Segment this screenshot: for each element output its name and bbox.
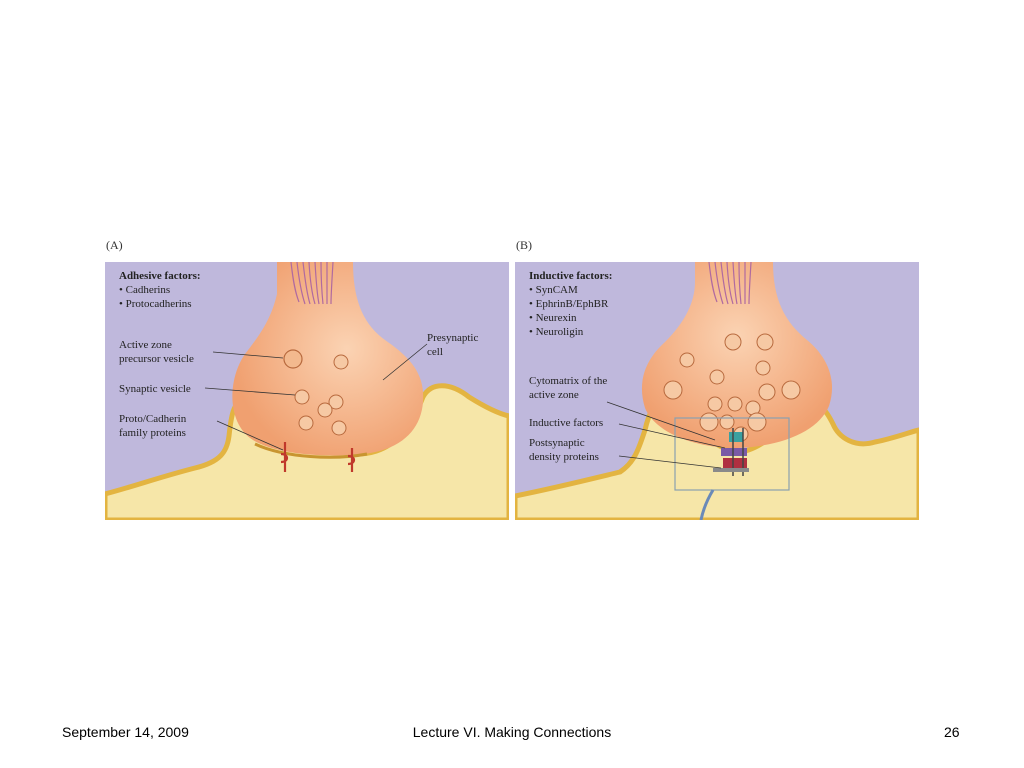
presynaptic-terminal [232, 262, 424, 456]
presynaptic-terminal [641, 262, 833, 448]
cytoskeleton-filaments [708, 262, 752, 305]
label-synaptic-vesicle: Synaptic vesicle [119, 383, 191, 395]
label-cell: cell [427, 346, 443, 358]
panel-a-diagram: Adhesive factors: • Cadherins • Protocad… [105, 262, 509, 520]
active-zone-membrane [254, 442, 368, 459]
panel-b-bullet-ephrin: • EphrinB/EphBR [529, 298, 609, 310]
footer-title: Lecture VI. Making Connections [412, 724, 612, 740]
label-density-proteins: density proteins [529, 451, 599, 463]
panel-a-bullet-cadherins: • Cadherins [119, 284, 170, 296]
label-family-proteins: family proteins [119, 427, 186, 439]
label-cytomatrix: Cytomatrix of the [529, 375, 607, 387]
panel-b-diagram: Inductive factors: • SynCAM • EphrinB/Ep… [515, 262, 919, 520]
dendrite-process [699, 489, 715, 520]
inductive-factor-complex [713, 428, 749, 476]
synaptic-vesicles [294, 354, 349, 436]
label-postsynaptic: Postsynaptic [529, 437, 585, 449]
label-proto-cadherin: Proto/Cadherin [119, 413, 187, 425]
panel-b-bullet-neuroligin: • Neuroligin [529, 326, 584, 338]
label-precursor-vesicle: precursor vesicle [119, 353, 194, 365]
panel-b-bullet-neurexin: • Neurexin [529, 312, 577, 324]
panel-a-heading: Adhesive factors: [119, 270, 201, 282]
synaptic-vesicles [663, 333, 801, 442]
cytoskeleton-filaments [290, 262, 334, 305]
label-presynaptic: Presynaptic [427, 332, 478, 344]
panel-b-bullet-syncam: • SynCAM [529, 284, 578, 296]
label-leader-lines [204, 343, 428, 451]
panel-b-heading: Inductive factors: [529, 270, 612, 282]
cadherin-proteins [280, 442, 356, 472]
active-zone-precursor-vesicle [283, 349, 303, 369]
label-inductive-factors: Inductive factors [529, 417, 603, 429]
inset-box [674, 417, 790, 491]
footer-page-number: 26 [944, 724, 960, 740]
footer-date: September 14, 2009 [62, 724, 189, 740]
panel-a-letter: (A) [106, 238, 123, 252]
label-leader-lines [606, 401, 726, 469]
label-active-zone-b: active zone [529, 389, 579, 401]
panel-b-letter: (B) [516, 238, 532, 252]
panel-a-bullet-protocadherins: • Protocadherins [119, 298, 192, 310]
label-active-zone: Active zone [119, 339, 172, 351]
